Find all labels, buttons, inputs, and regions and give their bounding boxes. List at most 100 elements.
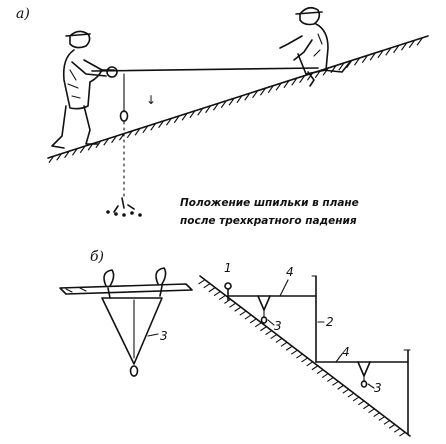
hatch-mark xyxy=(173,115,180,124)
hatch-mark xyxy=(111,135,118,144)
hatch-mark xyxy=(158,120,165,129)
hatch-mark xyxy=(244,92,251,101)
callout-1: 1 xyxy=(224,261,232,275)
hatch-mark xyxy=(252,90,259,99)
hatch-mark xyxy=(388,423,396,429)
arrow-marker: ↓ xyxy=(146,93,156,107)
hatch-mark xyxy=(361,55,368,64)
hatch-mark xyxy=(299,75,306,84)
hatch-mark xyxy=(270,334,277,340)
caption-line-1: Положение шпильки в плане xyxy=(180,197,359,209)
hatch-mark xyxy=(337,384,344,390)
hatch-mark xyxy=(234,306,241,312)
hatch-mark xyxy=(260,326,267,332)
panel-b: б) 3 1 2 4 xyxy=(59,249,411,437)
callout-4-lower: 4 xyxy=(342,345,350,359)
hatch-mark xyxy=(378,415,386,421)
hatch-mark xyxy=(205,105,212,114)
ground-hatching-b xyxy=(198,279,406,437)
hatch-mark xyxy=(280,341,288,347)
hatch-mark xyxy=(399,431,406,437)
ground-hatching-a xyxy=(48,37,423,164)
hatch-mark xyxy=(64,150,71,159)
hatch-mark xyxy=(383,419,391,425)
hatch-mark xyxy=(408,40,415,49)
hatch-mark xyxy=(103,137,110,146)
hatch-mark xyxy=(56,152,63,161)
hatch-mark xyxy=(213,291,221,297)
hatch-mark xyxy=(316,369,324,375)
hatch-mark xyxy=(275,82,282,91)
hatch-mark xyxy=(71,147,78,156)
hatch-mark xyxy=(338,62,345,71)
hatch-mark xyxy=(393,45,400,54)
slope-line-b xyxy=(199,275,411,437)
hatch-mark xyxy=(369,52,376,61)
hatch-mark xyxy=(322,67,329,76)
hatch-mark xyxy=(311,365,319,371)
hatch-mark xyxy=(377,50,384,59)
hatch-mark xyxy=(321,373,329,379)
callout-3-frame: 3 xyxy=(160,329,168,343)
measuring-tape xyxy=(91,67,319,72)
hatch-mark xyxy=(275,337,283,343)
hatch-mark xyxy=(306,361,314,367)
hatch-mark xyxy=(165,117,172,126)
hatch-mark xyxy=(296,353,303,359)
hatch-mark xyxy=(197,107,204,116)
hatch-mark xyxy=(385,47,392,56)
hatch-mark xyxy=(142,125,149,134)
hatch-mark xyxy=(283,80,290,89)
hatch-mark xyxy=(189,110,196,119)
caption-line-2: после трехкратного падения xyxy=(180,215,357,227)
worker-right xyxy=(279,6,351,87)
panel-b-label: б) xyxy=(90,249,104,265)
worker-left xyxy=(51,30,118,149)
hatch-mark xyxy=(265,330,272,336)
pin-marker: 1 xyxy=(224,261,232,301)
hatch-mark xyxy=(285,345,293,351)
hatch-mark xyxy=(208,287,216,293)
hatch-mark xyxy=(332,380,339,386)
hatch-mark xyxy=(254,322,262,328)
hatch-mark xyxy=(48,155,55,164)
triangle-frame-device: 3 xyxy=(59,267,193,377)
hatch-mark xyxy=(400,42,407,51)
hatch-mark xyxy=(220,100,227,109)
panel-a: а) ↓ xyxy=(16,6,429,227)
pin-drop-marks xyxy=(106,197,142,217)
hatch-mark xyxy=(228,97,235,106)
hatch-mark xyxy=(181,112,188,121)
hatch-mark xyxy=(347,392,355,398)
hatch-mark xyxy=(134,127,141,136)
hatch-mark xyxy=(416,37,423,46)
callout-3-upper: 3 xyxy=(274,319,282,333)
hatch-mark xyxy=(368,408,375,414)
hatch-mark xyxy=(212,102,219,111)
hatch-mark xyxy=(224,298,231,304)
hatch-mark xyxy=(198,279,205,285)
hatch-mark xyxy=(249,318,257,324)
callout-2: 2 xyxy=(326,315,334,329)
callout-4-upper: 4 xyxy=(286,265,294,279)
hatch-mark xyxy=(301,357,308,363)
hatch-mark xyxy=(363,404,370,410)
hatch-mark xyxy=(353,57,360,66)
plumb-line: ↓ xyxy=(119,73,156,197)
hatch-mark xyxy=(393,427,401,433)
hatch-mark xyxy=(352,396,360,402)
hatch-mark xyxy=(239,310,247,316)
hatch-mark xyxy=(373,412,380,418)
hatch-mark xyxy=(290,349,298,355)
hatch-mark xyxy=(150,122,157,131)
hatch-mark xyxy=(291,77,298,86)
hatch-mark xyxy=(306,72,313,81)
hatch-mark xyxy=(126,130,133,139)
hatch-mark xyxy=(203,283,211,289)
hatch-mark xyxy=(236,95,243,104)
panel-a-label: а) xyxy=(16,6,30,22)
plumb-bob-icon xyxy=(129,365,139,377)
hatch-mark xyxy=(327,376,334,382)
hatch-mark xyxy=(244,314,252,320)
reel-icon xyxy=(106,66,118,78)
